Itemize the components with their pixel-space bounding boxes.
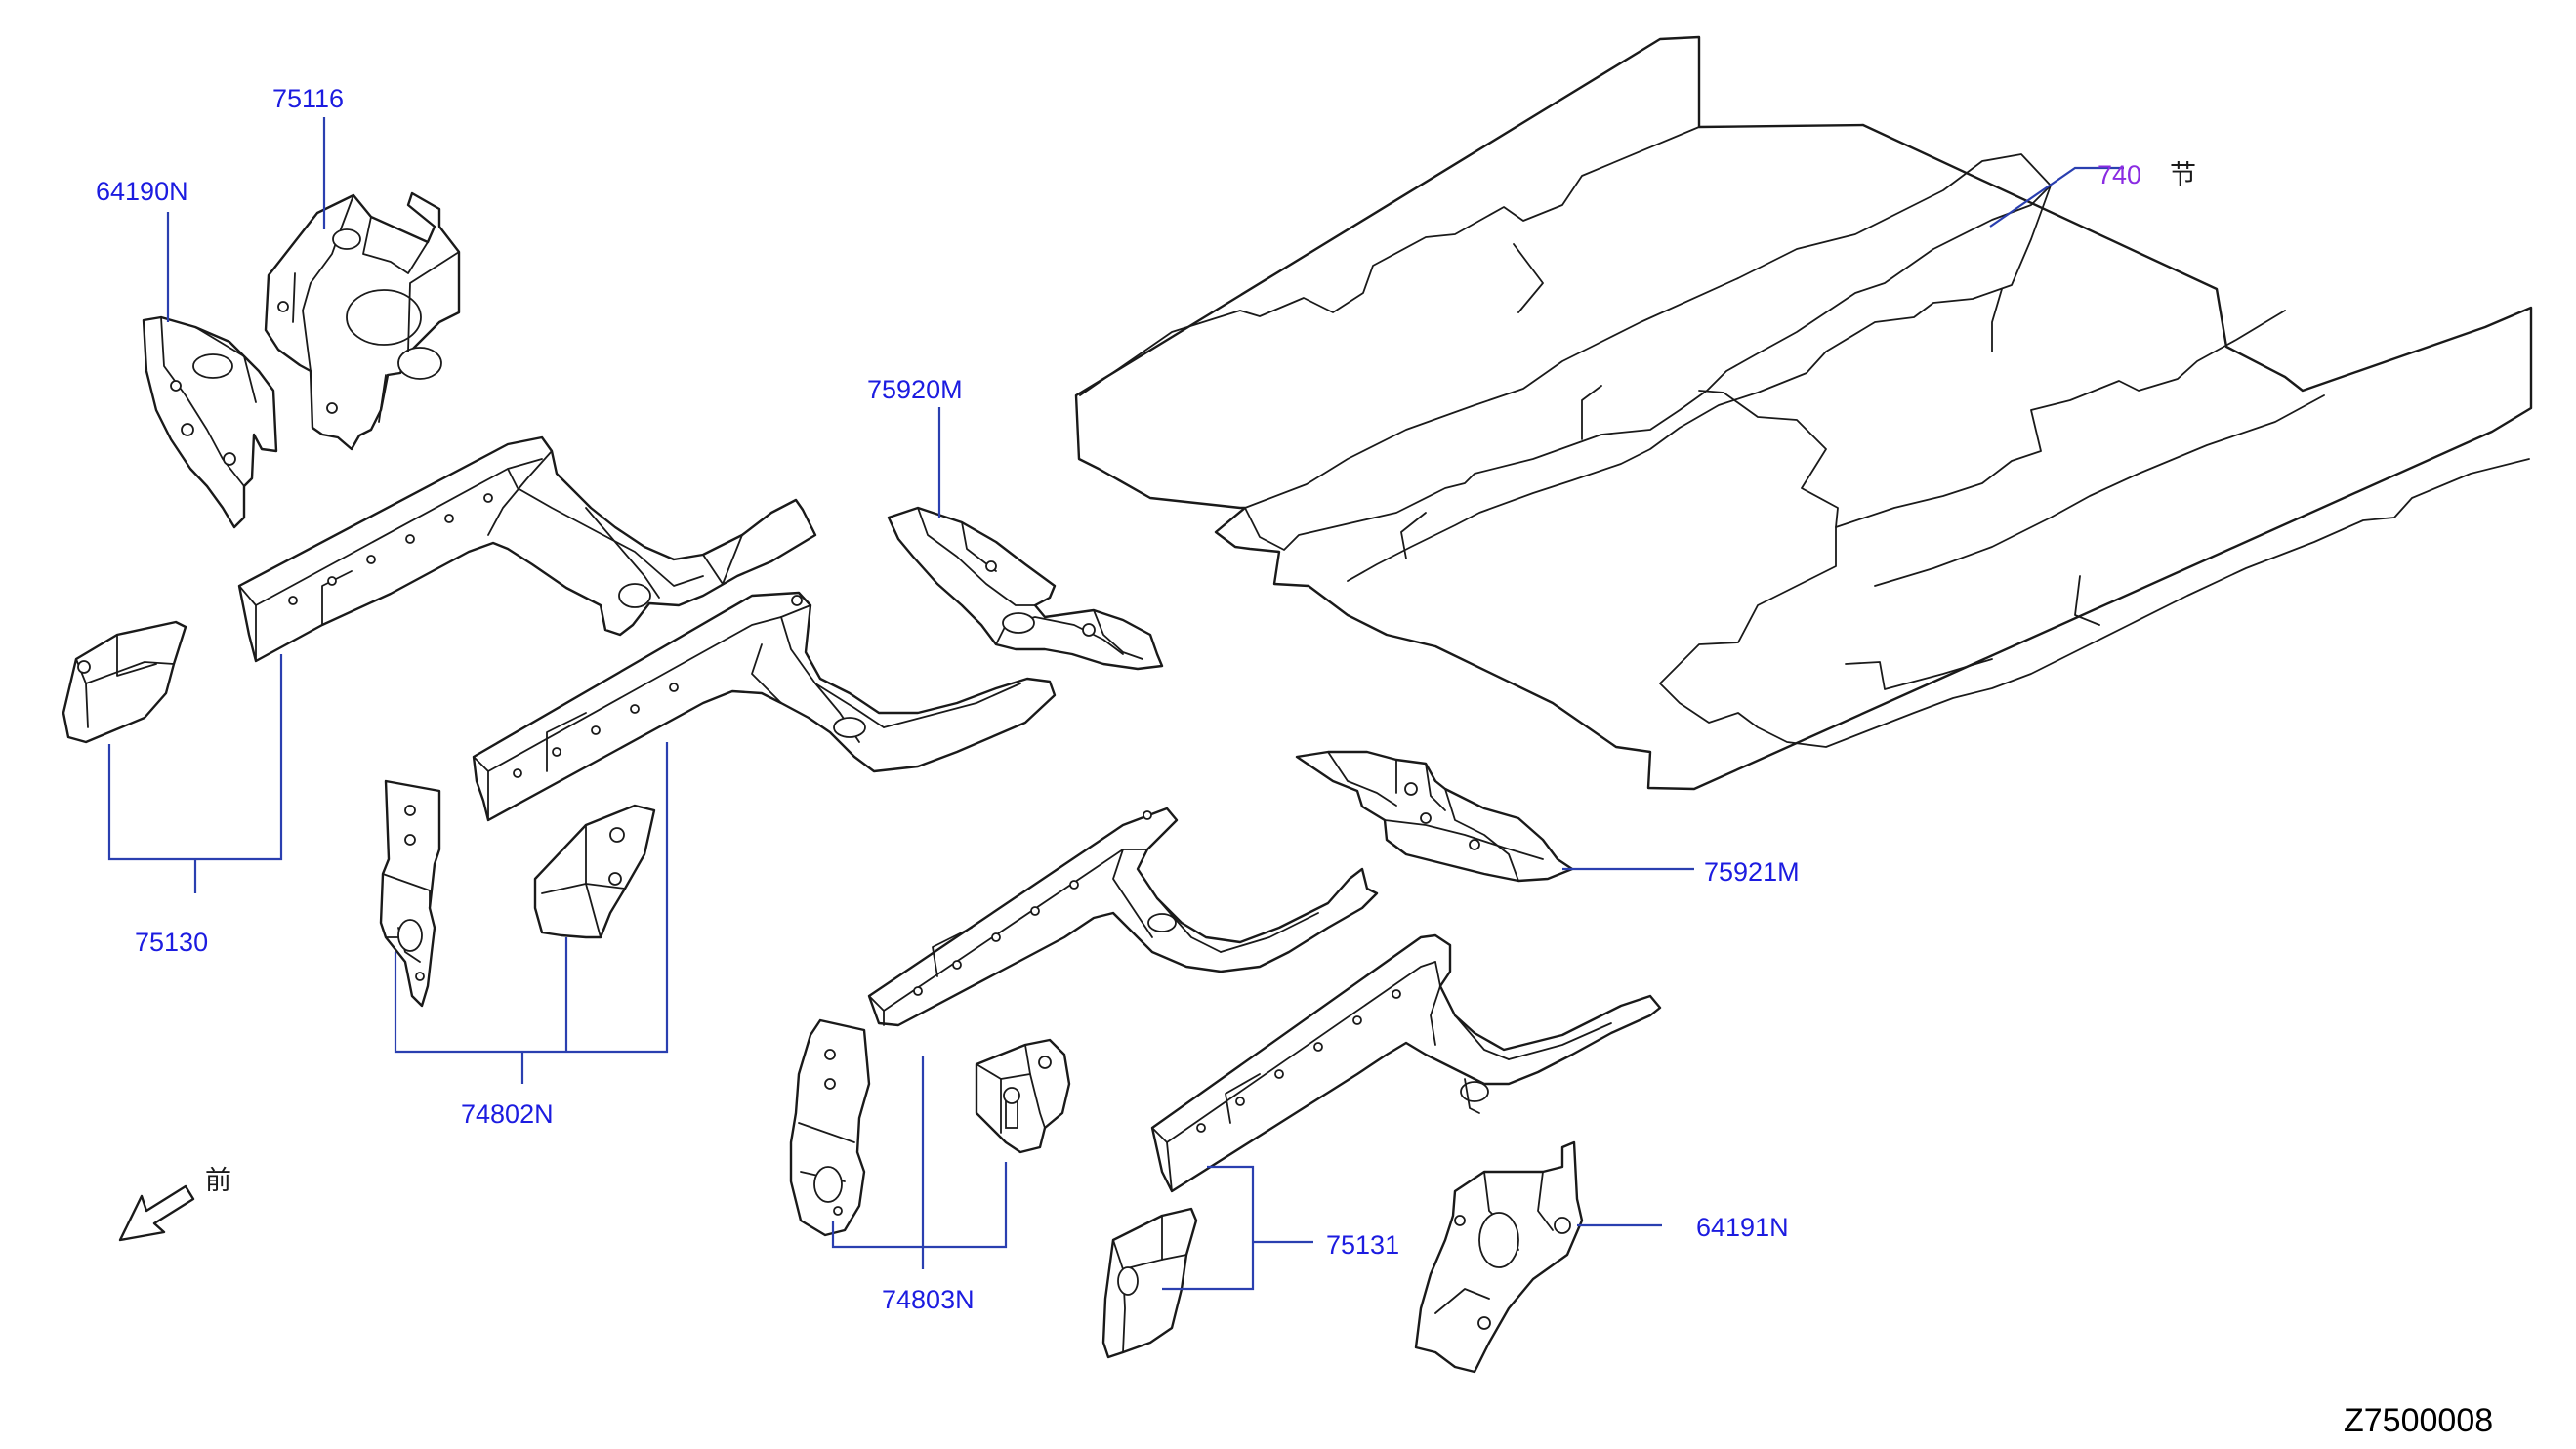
drawing-code: Z7500008 [2344,1402,2493,1439]
label-64191N[interactable]: 64191N [1696,1213,1789,1242]
plate-74803N[interactable] [789,1018,871,1237]
bracket-64191N[interactable] [1414,1140,1584,1374]
label-75131[interactable]: 75131 [1326,1230,1399,1260]
side-member-74802N[interactable] [472,591,1057,822]
side-member-74803N[interactable] [867,807,1379,1027]
label-64190N[interactable]: 64190N [96,177,188,206]
front-arrow-icon [118,1184,195,1242]
label-740[interactable]: 740 [2098,160,2141,189]
label-75921M[interactable]: 75921M [1704,857,1800,887]
leader-74802N [394,742,669,1084]
plate-74802N[interactable] [379,779,441,1008]
leader-lines [107,117,2124,1291]
bracket-75131-small[interactable] [1101,1207,1198,1359]
leader-740 [1989,166,2124,228]
bracket-74803N[interactable] [975,1038,1071,1154]
member-75920M[interactable] [887,506,1164,671]
bracket-64190N[interactable] [142,315,278,529]
leader-74803N [831,1056,1008,1269]
label-75920M[interactable]: 75920M [867,375,963,404]
member-75921M[interactable] [1295,750,1574,883]
floor-panel-740[interactable] [1074,35,2533,791]
front-mark-label: 前 [205,1166,231,1196]
label-74803N[interactable]: 74803N [882,1285,975,1314]
side-member-75131[interactable] [1150,933,1662,1193]
leader-75130 [107,654,283,893]
gusset-74802N[interactable] [533,804,656,939]
label-740-mark: 节 [2170,160,2196,190]
label-74802N[interactable]: 74802N [461,1099,554,1129]
bracket-75130-small[interactable] [62,620,187,744]
side-member-75130[interactable] [237,435,817,663]
leader-75131 [1162,1165,1313,1291]
part-labels: 75116 64190N 75920M 740 节 75921M 75130 7… [96,84,2196,1314]
label-75116[interactable]: 75116 [272,84,344,113]
bracket-75116[interactable] [264,191,461,451]
front-direction-arrow: 前 [118,1166,231,1242]
label-75130[interactable]: 75130 [135,928,208,957]
